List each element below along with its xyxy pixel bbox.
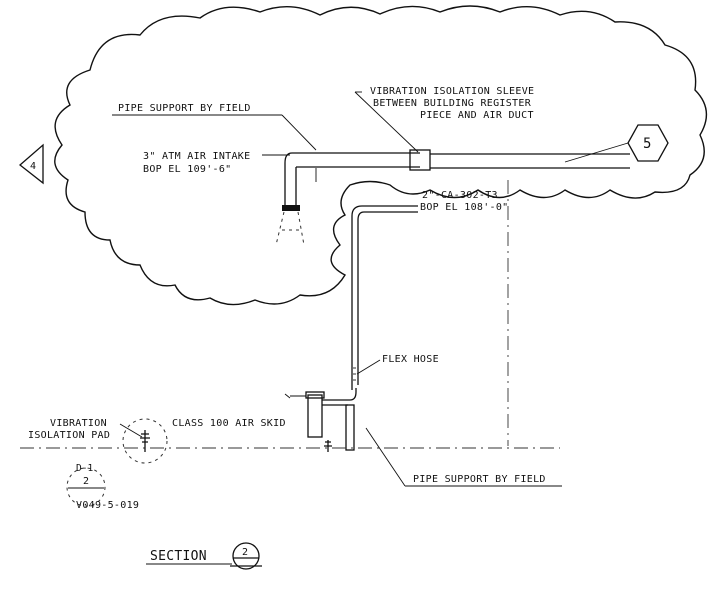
vibration-pad-label-line2: ISOLATION PAD: [28, 430, 110, 441]
air-skid-unit: [307, 394, 323, 438]
air-skid-cap: [305, 391, 325, 399]
air-intake-label-line2: BOP EL 109'-6": [143, 164, 232, 175]
flex-hose-leader: [356, 359, 381, 375]
vibration-pad-leader: [119, 423, 143, 438]
sleeve-label-line3: PIECE AND AIR DUCT: [420, 110, 534, 121]
sleeve-label-line2: BETWEEN BUILDING REGISTER: [373, 98, 532, 109]
skid-isolation-mount: [324, 440, 332, 452]
section-title: SECTION: [150, 549, 207, 564]
detail-ref-sheet: V049-5-019: [76, 500, 139, 511]
ca-label-line2: BOP EL 108'-0": [420, 202, 509, 213]
ca-pipe-inner: [357, 211, 418, 385]
vibration-pad-detail-circle: [122, 418, 168, 464]
pipe-support-bottom-leader: [365, 427, 406, 487]
revision-cloud: [54, 5, 708, 306]
air-intake-elbow: [284, 152, 297, 205]
pipe-support-top-label: PIPE SUPPORT BY FIELD: [118, 103, 251, 114]
pipe-support-top-leader: [281, 114, 317, 151]
sleeve-label-line1: VIBRATION ISOLATION SLEEVE: [370, 86, 534, 97]
vibration-pad-label-line1: VIBRATION: [50, 418, 107, 429]
callout-hexagon: [627, 124, 669, 162]
detail-ref-number: 2: [83, 476, 89, 487]
vibration-isolation-sleeve: [409, 149, 431, 171]
detail-ref-bubble: [66, 467, 106, 507]
section-number: 2: [242, 547, 248, 558]
air-skid-label: CLASS 100 AIR SKID: [172, 418, 286, 429]
ca-label-line1: 2"-CA-302-T3: [422, 190, 498, 201]
sleeve-leader: [354, 91, 419, 153]
revision-number: 4: [30, 161, 36, 172]
pipe-support-bottom-label: PIPE SUPPORT BY FIELD: [413, 474, 546, 485]
vibration-pad-symbol: [140, 430, 150, 452]
intake-screen: [275, 211, 305, 246]
ca-pipe-outer: [351, 205, 418, 390]
flex-hose-section: [353, 367, 357, 381]
air-intake-label-line1: 3" ATM AIR INTAKE: [143, 151, 250, 162]
detail-ref-id: D-1: [76, 463, 93, 474]
flex-hose-label: FLEX HOSE: [382, 354, 439, 365]
air-skid-piping: [322, 388, 357, 406]
callout-leader: [564, 142, 629, 163]
section-number-bubble: [232, 542, 260, 570]
air-skid-support-post: [345, 404, 355, 451]
callout-number: 5: [643, 136, 652, 152]
intake-flange: [282, 205, 300, 211]
air-skid-nozzle: [284, 393, 306, 399]
revision-triangle: [18, 143, 44, 185]
